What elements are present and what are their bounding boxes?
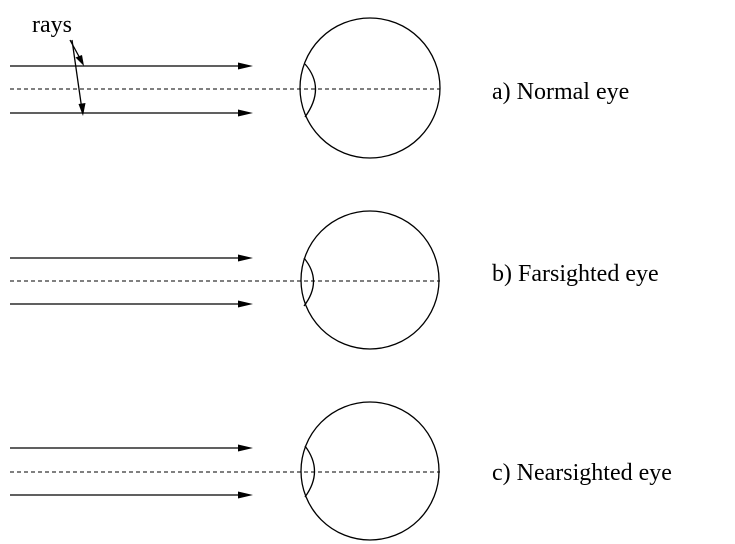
lens <box>304 445 316 498</box>
upper-ray-arrowhead <box>238 444 253 452</box>
panel-label: b) Farsighted eye <box>492 261 659 287</box>
eyeball <box>300 210 440 350</box>
upper-ray-arrowhead <box>238 254 253 262</box>
rays-pointer-lower-arrowhead <box>78 103 86 116</box>
rays-pointer-upper-arrowhead <box>75 55 84 66</box>
panel-label: a) Normal eye <box>492 79 629 105</box>
panel-label: c) Nearsighted eye <box>492 460 672 486</box>
eyeball <box>299 17 441 159</box>
panel-farsighted-eye: b) Farsighted eye <box>10 210 659 350</box>
rays-pointer-lower <box>71 39 83 111</box>
eyeball <box>300 401 440 541</box>
lower-ray-arrowhead <box>238 300 253 308</box>
rays-label: rays <box>32 12 72 38</box>
panel-normal-eye: a) Normal eye <box>10 17 629 159</box>
lens <box>304 63 317 118</box>
lower-ray-arrowhead <box>238 491 253 499</box>
panel-nearsighted-eye: c) Nearsighted eye <box>10 401 672 541</box>
lens <box>303 257 315 307</box>
upper-ray-arrowhead <box>238 62 253 70</box>
lower-ray-arrowhead <box>238 109 253 117</box>
